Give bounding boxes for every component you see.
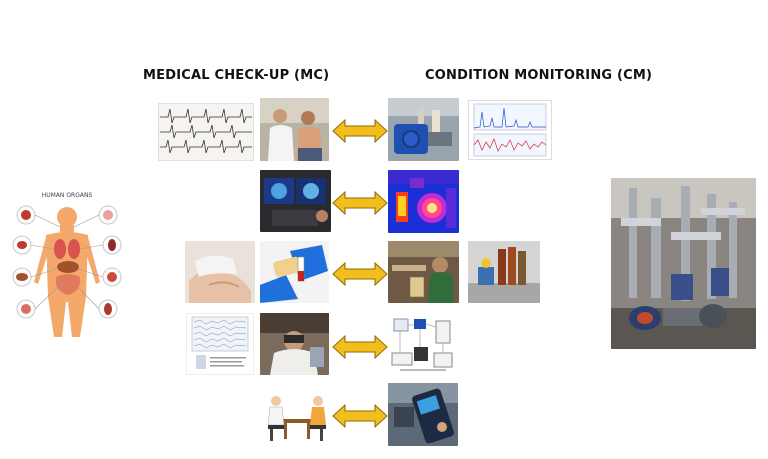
hand-examination-photo (185, 241, 255, 303)
oil-analysis-lab-photo (468, 241, 540, 303)
mc-heading: MEDICAL CHECK-UP (MC) (143, 68, 330, 83)
ecg-chart-image (158, 103, 254, 161)
sensor-diagram-image (388, 313, 458, 375)
eye-exam-photo (260, 313, 329, 375)
oil-sampling-photo (388, 241, 459, 303)
consultation-illustration (262, 383, 331, 445)
industrial-pump-plant-photo (611, 178, 756, 349)
double-arrow-row-4 (332, 335, 388, 359)
double-arrow-row-3 (332, 262, 388, 286)
mri-scan-monitors-photo (260, 170, 331, 232)
thermal-image (388, 170, 459, 233)
human-organs-illustration: HUMAN ORGANS (8, 187, 126, 345)
doctor-patient-photo (260, 98, 329, 161)
human-organs-title: HUMAN ORGANS (42, 192, 93, 199)
double-arrow-row-1 (332, 119, 388, 143)
blood-test-photo (260, 241, 329, 303)
handheld-analyzer-photo (388, 383, 458, 446)
double-arrow-row-5 (332, 404, 388, 428)
spectrum-chart-image (468, 100, 552, 160)
cm-heading: CONDITION MONITORING (CM) (425, 68, 653, 83)
double-arrow-row-2 (332, 191, 388, 215)
motor-vibration-photo (388, 98, 459, 161)
eeg-report-image (186, 313, 254, 375)
